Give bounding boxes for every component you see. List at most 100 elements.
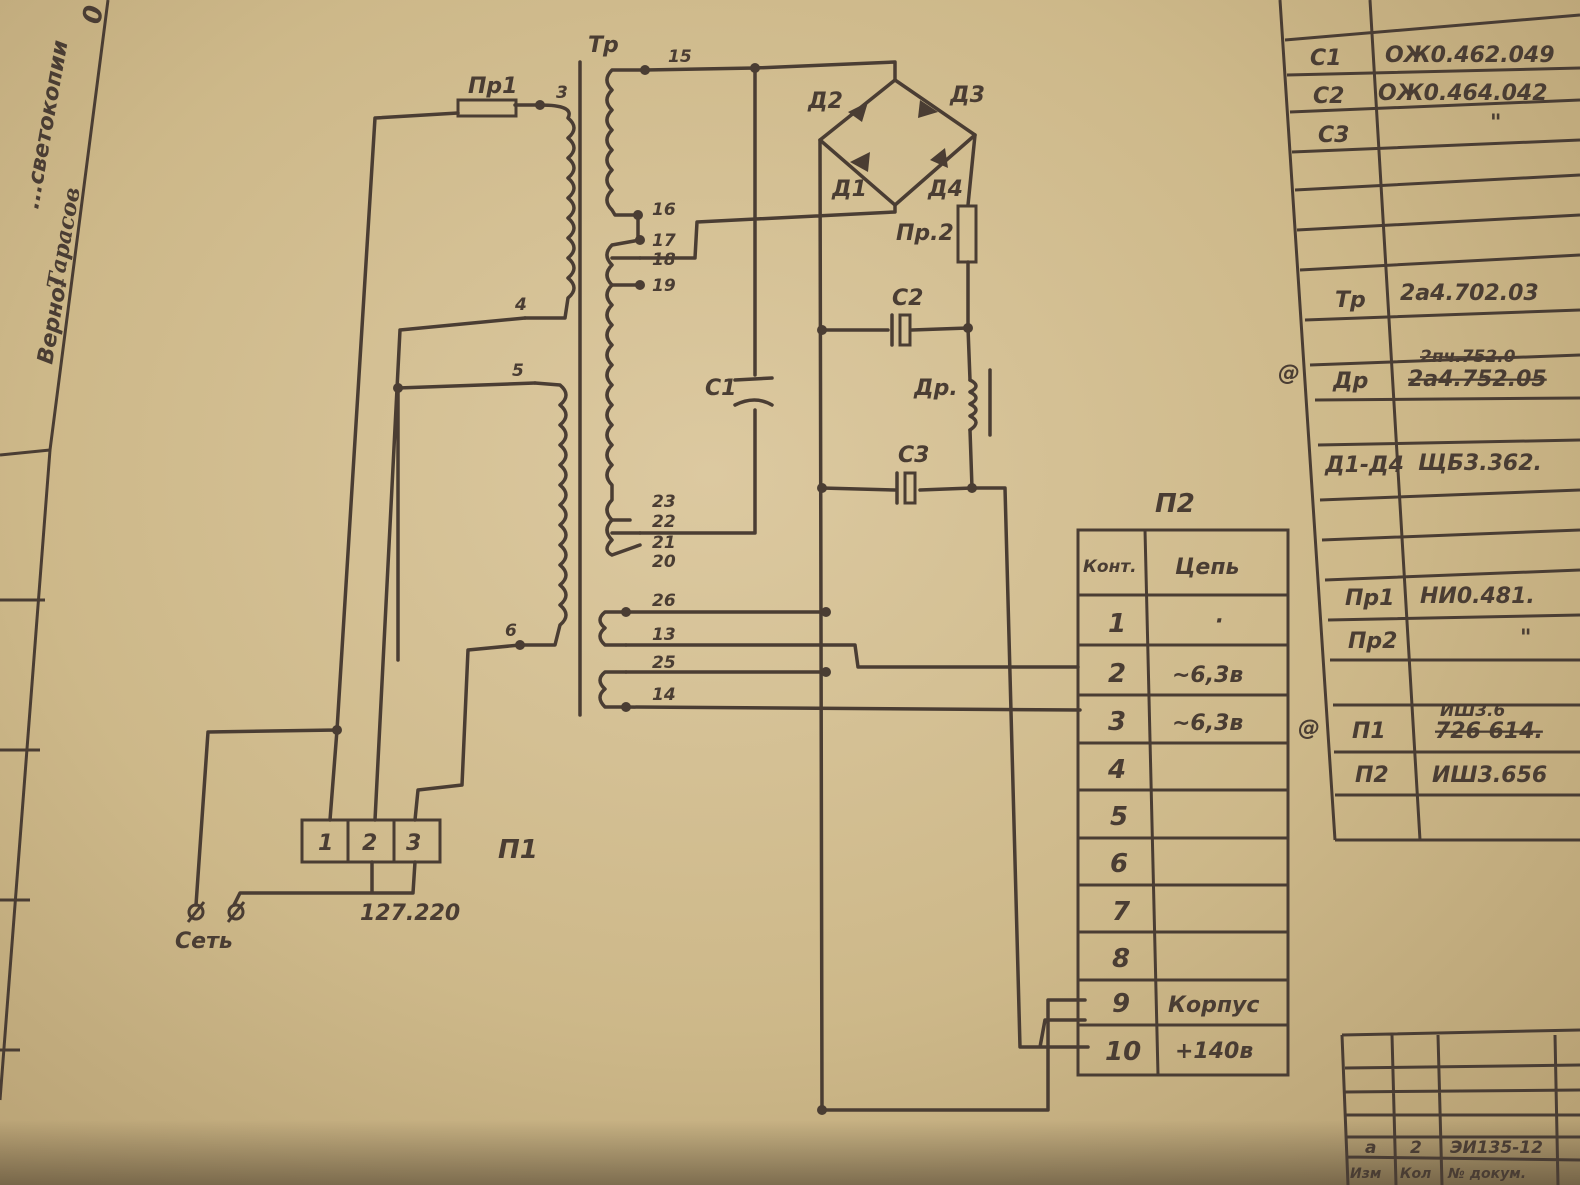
svg-text:С2: С2 — [1313, 84, 1344, 109]
p2-contact: 4 — [1107, 755, 1126, 785]
svg-text:@: @ — [1298, 716, 1320, 741]
p2-title: П2 — [1155, 489, 1195, 519]
primary-winding-1 — [523, 103, 576, 320]
svg-text:Д1-Д4: Д1-Д4 — [1324, 453, 1404, 478]
p2-contact: 7 — [1112, 897, 1131, 927]
svg-text:3: 3 — [406, 831, 421, 856]
connector-p1: 1 2 3 — [300, 818, 442, 864]
svg-text:14: 14 — [652, 685, 676, 705]
svg-text:ЩБ3.362.: ЩБ3.362. — [1418, 451, 1542, 476]
secondary-winding-hv — [605, 68, 647, 217]
svg-text:17: 17 — [652, 231, 676, 251]
svg-text:5: 5 — [512, 361, 524, 381]
svg-text:19: 19 — [652, 276, 676, 296]
voltage-label: 127.220 — [360, 901, 460, 926]
connector-p1-label: П1 — [498, 835, 538, 865]
fuse-pr2-label: Пр.2 — [896, 221, 954, 246]
svg-text:": " — [1490, 111, 1501, 136]
svg-text:18: 18 — [652, 250, 676, 270]
c2-label: С2 — [892, 286, 923, 311]
margin-vertical-text: ...светокопии — [19, 38, 73, 211]
choke-label: Др. — [913, 376, 958, 401]
svg-text:26: 26 — [652, 591, 676, 611]
svg-text:": " — [1520, 626, 1531, 651]
title-block-value: 2 — [1410, 1138, 1422, 1158]
svg-text:13: 13 — [652, 625, 676, 645]
diode-bridge — [818, 78, 977, 207]
parts-list-table — [1278, 0, 1580, 842]
corner-mark: 0 — [77, 3, 110, 26]
p2-header-circuit: Цепь — [1175, 555, 1239, 580]
hv-wiring — [636, 60, 1090, 1112]
c3-label: С3 — [898, 443, 929, 468]
title-block-header: № докум. — [1447, 1166, 1526, 1182]
svg-text:20: 20 — [652, 552, 676, 572]
mains-label: Сеть — [175, 929, 233, 954]
svg-text:1: 1 — [318, 831, 333, 856]
signature: Тарасов — [42, 185, 85, 291]
title-block-header: Изм — [1350, 1166, 1381, 1182]
p2-contact: 1 — [1108, 609, 1126, 639]
choke — [968, 368, 992, 437]
svg-text:@: @ — [1278, 361, 1300, 386]
svg-text:3: 3 — [556, 83, 568, 103]
svg-text:4: 4 — [514, 295, 527, 315]
svg-text:2а4.752.05: 2а4.752.05 — [1408, 367, 1547, 392]
primary-winding-2 — [518, 381, 568, 647]
p2-table — [1076, 528, 1290, 1077]
svg-text:6: 6 — [505, 621, 517, 641]
margin-frame — [0, 0, 110, 1101]
capacitor-c3 — [895, 471, 917, 505]
svg-text:ОЖ0.462.049: ОЖ0.462.049 — [1385, 43, 1555, 68]
svg-text:С3: С3 — [1318, 123, 1349, 148]
svg-text:ИШ3.656: ИШ3.656 — [1432, 763, 1547, 788]
transformer-label: Тр — [588, 33, 619, 58]
title-block-value: ЭИ135-12 — [1450, 1138, 1543, 1158]
change-marks: @ @ — [1278, 361, 1320, 741]
svg-text:Др: Др — [1332, 369, 1368, 394]
junctions — [332, 63, 977, 1115]
p2-contact: 9 — [1112, 989, 1130, 1019]
title-block-value: а — [1365, 1138, 1376, 1158]
p2-circuit: ~6,3в — [1172, 663, 1243, 688]
svg-text:НИ0.481.: НИ0.481. — [1420, 584, 1535, 609]
pin-labels: 3 4 5 6 15 16 17 18 19 23 22 21 20 26 13… — [505, 47, 692, 705]
p2-contact: 3 — [1108, 707, 1126, 737]
svg-text:С1: С1 — [1310, 46, 1341, 71]
mains-wiring — [194, 103, 542, 907]
p2-circuit: Корпус — [1168, 993, 1259, 1018]
svg-text:ОЖ0.464.042: ОЖ0.464.042 — [1378, 81, 1548, 106]
p2-contact: 10 — [1105, 1037, 1141, 1067]
title-block-header: Кол — [1400, 1166, 1431, 1182]
heater-winding-1 — [598, 610, 628, 647]
svg-text:726 614.: 726 614. — [1435, 719, 1543, 744]
svg-text:П1: П1 — [1352, 719, 1386, 744]
svg-text:22: 22 — [652, 512, 676, 532]
svg-text:25: 25 — [652, 653, 676, 673]
p2-circuit: +140в — [1175, 1039, 1253, 1064]
p2-header-contact: Конт. — [1083, 557, 1137, 577]
svg-text:15: 15 — [668, 47, 692, 67]
capacitor-c2 — [890, 313, 912, 347]
svg-text:23: 23 — [652, 492, 676, 512]
svg-text:2а4.702.03: 2а4.702.03 — [1400, 281, 1539, 306]
p2-contact: 8 — [1112, 944, 1130, 974]
diode-d3-label: Д3 — [949, 83, 985, 108]
svg-text:Пр1: Пр1 — [1345, 586, 1394, 611]
svg-text:16: 16 — [652, 200, 676, 220]
diode-d2-label: Д2 — [807, 89, 843, 114]
diode-d1-label: Д1 — [831, 177, 867, 202]
title-block: а 2 ЭИ135-12 Изм Кол № докум. — [1340, 1028, 1580, 1185]
fuse-pr2 — [956, 204, 978, 264]
secondary-winding-taps — [605, 238, 642, 557]
p2-circuit: ~6,3в — [1172, 711, 1243, 736]
fuse-pr1 — [456, 98, 518, 118]
photo-shadow — [0, 1120, 1580, 1185]
heater-wiring — [624, 610, 1082, 712]
svg-text:2пч.752.0: 2пч.752.0 — [1420, 347, 1516, 367]
svg-text:Пр2: Пр2 — [1348, 629, 1397, 654]
diode-d4-label: Д4 — [927, 177, 963, 202]
